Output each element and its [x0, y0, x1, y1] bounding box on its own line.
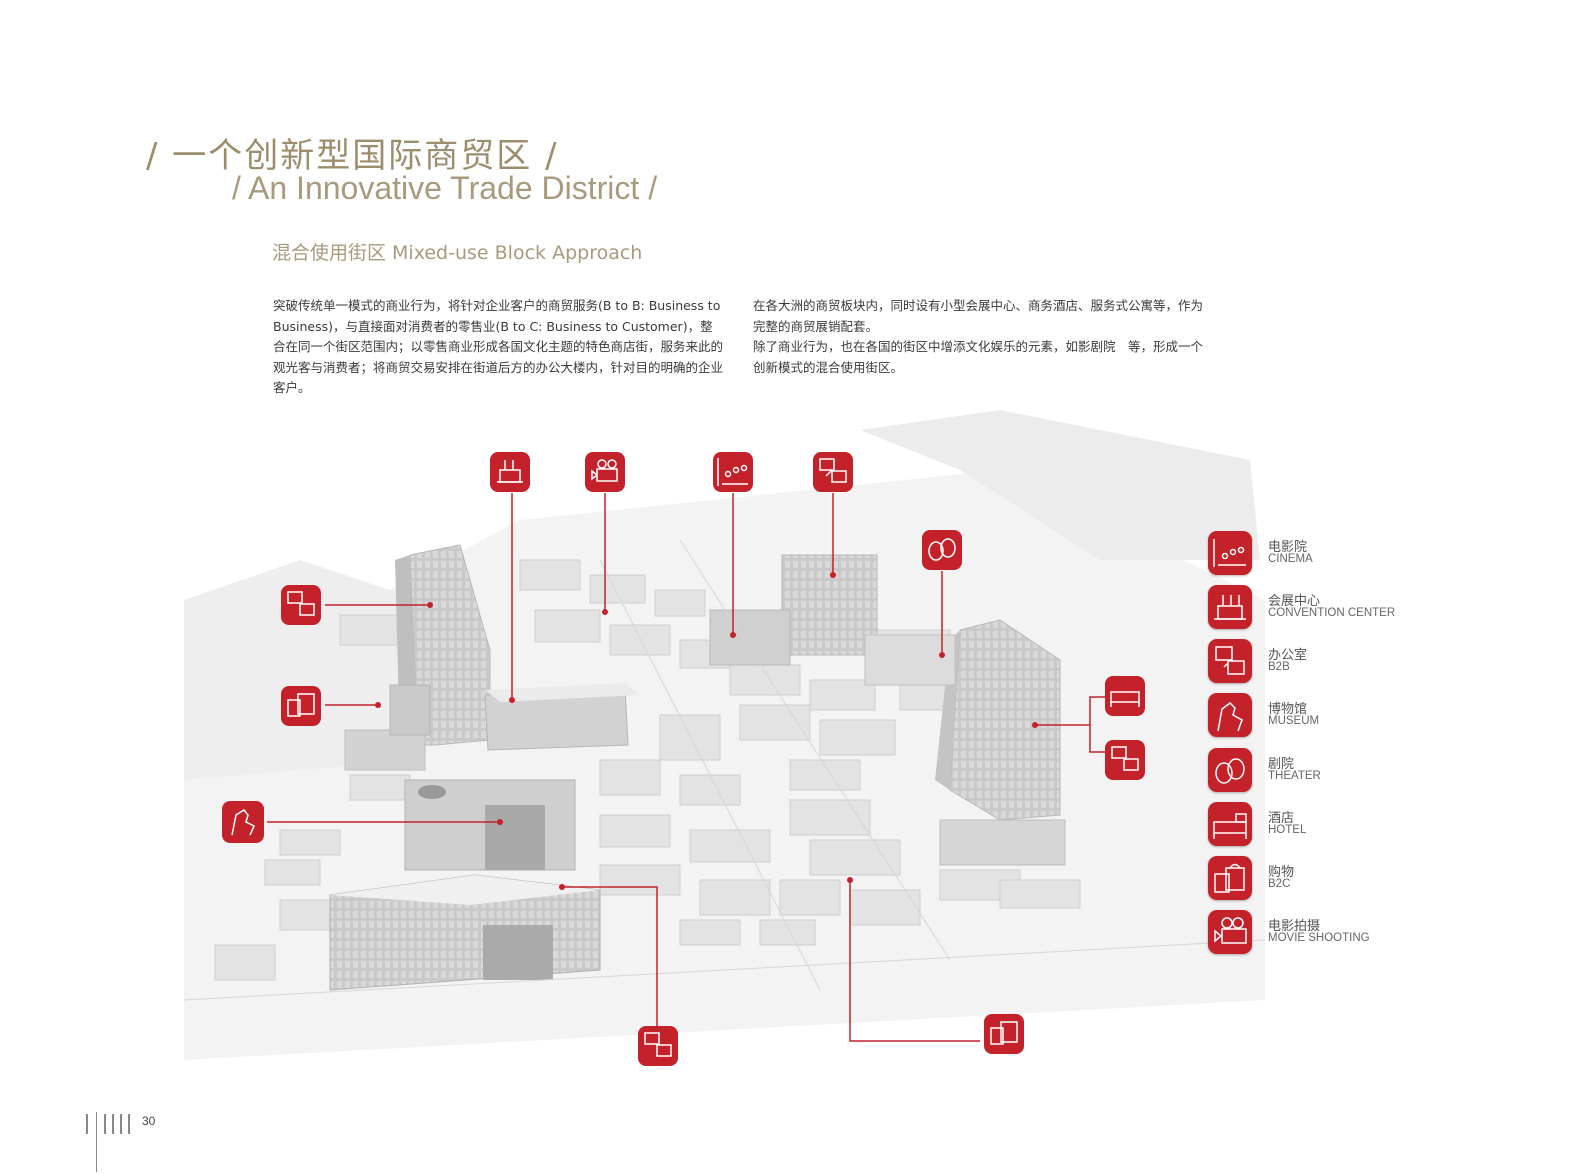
convention-icon	[1208, 585, 1252, 629]
paragraph-right-line-1: 在各大洲的商贸板块内，同时设有小型会展中心、商务酒店、服务式公寓等，作为完整的商…	[753, 298, 1204, 334]
museum-icon	[1208, 693, 1252, 737]
callout-office-badge-top	[813, 452, 853, 492]
callout-convention-badge	[490, 452, 530, 492]
office-icon	[1208, 639, 1252, 683]
legend-item-cinema: 电影院 CINEMA	[1208, 531, 1508, 575]
page-number: 30	[142, 1114, 156, 1128]
legend-label-cn: 电影院	[1268, 540, 1308, 555]
page-title-cn: / 一个创新型国际商贸区 /	[146, 136, 559, 176]
legend-label-en: MOVIE SHOOTING	[1268, 932, 1370, 944]
callout-theater-badge	[922, 530, 962, 570]
legend-label-cn: 会展中心	[1268, 594, 1321, 609]
page-marker-bar	[120, 1114, 122, 1134]
legend-item-convention: 会展中心 CONVENTION CENTER	[1208, 585, 1508, 629]
district-site-illustration	[183, 410, 1266, 1066]
page-marker-line	[96, 1112, 97, 1172]
legend-label-cn: 酒店	[1268, 811, 1295, 826]
callout-movie-shooting-badge	[585, 452, 625, 492]
legend-item-museum: 博物馆 MUSEUM	[1208, 693, 1508, 737]
page-marker-bar	[86, 1114, 88, 1134]
legend-item-theater: 剧院 THEATER	[1208, 748, 1508, 792]
movie-shooting-icon	[1208, 910, 1252, 954]
callout-office-badge-bottom	[638, 1026, 678, 1066]
legend-label-cn: 剧院	[1268, 757, 1295, 772]
legend-label-en: B2C	[1268, 878, 1291, 890]
callout-cinema-badge	[713, 452, 753, 492]
paragraph-right-line-2: 除了商业行为，也在各国的街区中增添文化娱乐的元素，如影剧院 等，形成一个创新模式…	[753, 339, 1204, 375]
callout-hotel-badge	[1105, 676, 1145, 716]
legend-item-office: 办公室 B2B	[1208, 639, 1508, 683]
intro-paragraph-right: 在各大洲的商贸板块内，同时设有小型会展中心、商务酒店、服务式公寓等，作为完整的商…	[753, 296, 1208, 378]
legend-item-shopping: 购物 B2C	[1208, 856, 1508, 900]
callout-shopping-badge-left	[281, 686, 321, 726]
callout-shopping-badge-bottom	[984, 1014, 1024, 1054]
hotel-icon	[1208, 802, 1252, 846]
legend-label-cn: 电影拍摄	[1268, 919, 1321, 934]
legend-label-en: THEATER	[1268, 770, 1321, 782]
page-marker-bar	[104, 1114, 106, 1134]
theater-icon	[1208, 748, 1252, 792]
section-subtitle: 混合使用街区 Mixed-use Block Approach	[272, 242, 643, 264]
legend-label-cn: 博物馆	[1268, 702, 1308, 717]
legend-item-movie-shooting: 电影拍摄 MOVIE SHOOTING	[1208, 910, 1508, 954]
legend-label-en: HOTEL	[1268, 824, 1307, 836]
page-title-en: / An Innovative Trade District /	[232, 170, 658, 206]
legend-label-en: CINEMA	[1268, 553, 1313, 565]
shopping-icon	[1208, 856, 1252, 900]
legend-label-en: MUSEUM	[1268, 715, 1320, 727]
legend-label-cn: 购物	[1268, 865, 1295, 880]
legend-label-en: CONVENTION CENTER	[1268, 607, 1396, 619]
legend-label-en: B2B	[1268, 661, 1290, 673]
callout-office-badge-left	[281, 585, 321, 625]
page-marker-bar	[112, 1114, 114, 1134]
page-marker-bar	[128, 1114, 130, 1134]
intro-paragraph-left: 突破传统单一模式的商业行为，将针对企业客户的商贸服务(B to B: Busin…	[273, 298, 724, 395]
callout-office-badge-right	[1105, 740, 1145, 780]
callout-museum-badge	[222, 801, 264, 843]
legend-label-cn: 办公室	[1268, 648, 1308, 663]
cinema-icon	[1208, 531, 1252, 575]
legend-item-hotel: 酒店 HOTEL	[1208, 802, 1508, 846]
